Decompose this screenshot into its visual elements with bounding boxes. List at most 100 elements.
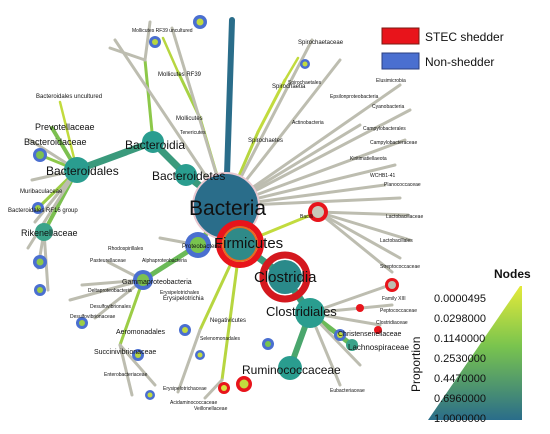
node-blue-small[interactable] — [302, 61, 308, 67]
node-blue-small[interactable] — [196, 18, 204, 26]
legend-label-non-shedder: Non-shedder — [425, 55, 494, 69]
label-bacilli: Bacilli — [300, 214, 313, 220]
node-gammaproteobacteria[interactable] — [137, 274, 149, 286]
legend: STEC shedder Non-shedder — [381, 27, 504, 70]
thin-edge — [93, 278, 145, 320]
label-wchb1: WCHB1-41 — [370, 173, 396, 179]
node-firmicutes-ring — [216, 220, 264, 268]
edge-gamma-aeromonadales — [118, 278, 145, 347]
tree-nodes — [32, 15, 399, 400]
label-kiritimatiellaeota: Kiritimatiellaeota — [350, 156, 387, 162]
thin-edge — [224, 83, 402, 208]
scale-tick: 1.0000000 — [434, 413, 486, 425]
label-bacteroidales: Bacteroidales — [46, 164, 119, 178]
label-clostridiales: Clostridiales — [266, 304, 337, 319]
scale-ticks: 0.0000495 0.0298000 0.1140000 0.2530000 … — [434, 293, 486, 425]
edge-bacteroidia-up — [143, 58, 155, 144]
label-gammaproteobacteria: Gammaproteobacteria — [122, 279, 192, 286]
scale-tick: 0.0000495 — [434, 293, 486, 305]
label-campylobacteraceae: Campylobacteraceae — [370, 140, 417, 146]
label-christensenellaceae: Christensenellaceae — [338, 331, 402, 338]
label-streptococcaceae: Streptococcaceae — [380, 264, 420, 270]
legend-swatch-non-shedder — [381, 52, 420, 70]
node-red-small[interactable] — [374, 326, 382, 334]
label-clostridiaceae: Clostridiaceae — [376, 320, 408, 326]
node-blue-small[interactable] — [35, 205, 41, 211]
scale-tick: 0.6960000 — [434, 393, 486, 405]
scale-tick: 0.1140000 — [434, 333, 485, 345]
label-spirochaetes: Spirochaetes — [248, 138, 283, 144]
node-blue-small[interactable] — [79, 320, 85, 326]
scale-axis-label: Proportion — [409, 337, 423, 392]
label-alphaproteobacteria: Alphaproteobacteria — [142, 258, 187, 264]
node-firmicutes[interactable] — [222, 226, 258, 262]
node-bacilli[interactable] — [312, 206, 324, 218]
label-erysipelotrichia: Erysipelotrichia — [163, 296, 204, 302]
node-streptococcaceae[interactable] — [388, 281, 396, 289]
node-blue-small[interactable] — [197, 352, 203, 358]
node-blue-small[interactable] — [37, 287, 43, 293]
edge-bacteroidia-bacteroidales — [73, 138, 157, 174]
label-enterobacteriaceae: Enterobacteriaceae — [104, 372, 148, 378]
label-elusimicrobia: Elusimicrobia — [376, 78, 406, 84]
label-bacteroidales-uncult: Bacteroidales uncultured — [36, 94, 102, 100]
node-ruminococcaceae[interactable] — [278, 356, 302, 380]
label-negativicutes: Negativicutes — [210, 318, 246, 324]
label-aeromonadales: Aeromonadales — [116, 329, 166, 336]
scale-tick: 0.2530000 — [434, 353, 486, 365]
label-veillonellaceae: Veillonellaceae — [194, 406, 228, 412]
label-spirochaetia: Spirochaetia — [272, 84, 306, 90]
scale-title: Nodes — [494, 267, 531, 281]
node-blue-small[interactable] — [337, 332, 343, 338]
label-mollicutes: Mollicutes — [176, 116, 203, 122]
thin-edge — [143, 20, 152, 62]
node-blue-small[interactable] — [147, 392, 153, 398]
node-blue-small[interactable] — [152, 39, 158, 45]
node-blue-small[interactable] — [36, 258, 44, 266]
label-erysipelotrichales: Erysipelotrichales — [160, 290, 200, 296]
node-clostridia[interactable] — [268, 260, 302, 294]
thin-edge — [108, 46, 147, 62]
node-proteobacteria[interactable] — [190, 237, 206, 253]
thin-edge — [80, 278, 145, 287]
node-blue-small[interactable] — [182, 327, 188, 333]
node-bacteroidales[interactable] — [64, 157, 90, 183]
scale-wedge — [428, 286, 522, 420]
node-blue-small[interactable] — [265, 341, 271, 347]
label-peptococcaceae: Peptococcaceae — [380, 308, 417, 314]
legend-label-shedder: STEC shedder — [425, 30, 504, 44]
label-rhodospirillales: Rhodospirillales — [108, 246, 144, 252]
label-muribaculaceae: Muribaculaceae — [20, 189, 63, 195]
thin-edge — [316, 210, 410, 217]
label-mollicutes-rf39: Mollicutes RF39 — [158, 72, 202, 78]
label-epsilonproteobacteria: Epsilonproteobacteria — [330, 94, 379, 100]
node-bacteroidetes[interactable] — [175, 164, 197, 186]
node-red-small[interactable] — [239, 379, 249, 389]
scale-tick: 0.0298000 — [434, 313, 486, 325]
edge-rf39-uncult — [161, 36, 180, 74]
label-lactobacillaceae: Lactobacillaceae — [386, 214, 423, 220]
edge-spiro-up — [256, 78, 287, 134]
label-campylobacterales: Campylobacterales — [363, 126, 406, 132]
node-red-small[interactable] — [356, 304, 364, 312]
label-spirochaetales: Spirochaetales — [288, 80, 322, 86]
label-lactobacillales: Lactobacillales — [380, 238, 413, 244]
thin-edge — [176, 328, 202, 394]
edge-spiro-top — [283, 56, 300, 82]
label-desulfovibrionaceae: Desulfovibrionaceae — [70, 314, 116, 320]
label-succinivibrionaceae: Succinivibrionaceae — [94, 349, 156, 356]
node-clostridiales[interactable] — [295, 298, 325, 328]
thin-edge — [203, 378, 224, 400]
label-deltaproteobacteria: Deltaproteobacteria — [88, 288, 132, 294]
label-mollicutes-rf39-uncult: Mollicutes RF39 uncultured — [132, 28, 193, 34]
node-bacteroidia[interactable] — [142, 131, 164, 153]
node-blue-small[interactable] — [36, 151, 44, 159]
node-labels: Bacteria Firmicutes Clostridia Clostridi… — [8, 28, 423, 412]
label-planococcaceae: Planococcaceae — [384, 182, 421, 188]
node-blue-small[interactable] — [135, 352, 141, 358]
node-rikenellaceae[interactable] — [35, 223, 53, 241]
node-red-small[interactable] — [221, 385, 227, 391]
node-lachnospiraceae[interactable] — [346, 339, 358, 351]
label-actinobacteria: Actinobacteria — [292, 120, 324, 126]
